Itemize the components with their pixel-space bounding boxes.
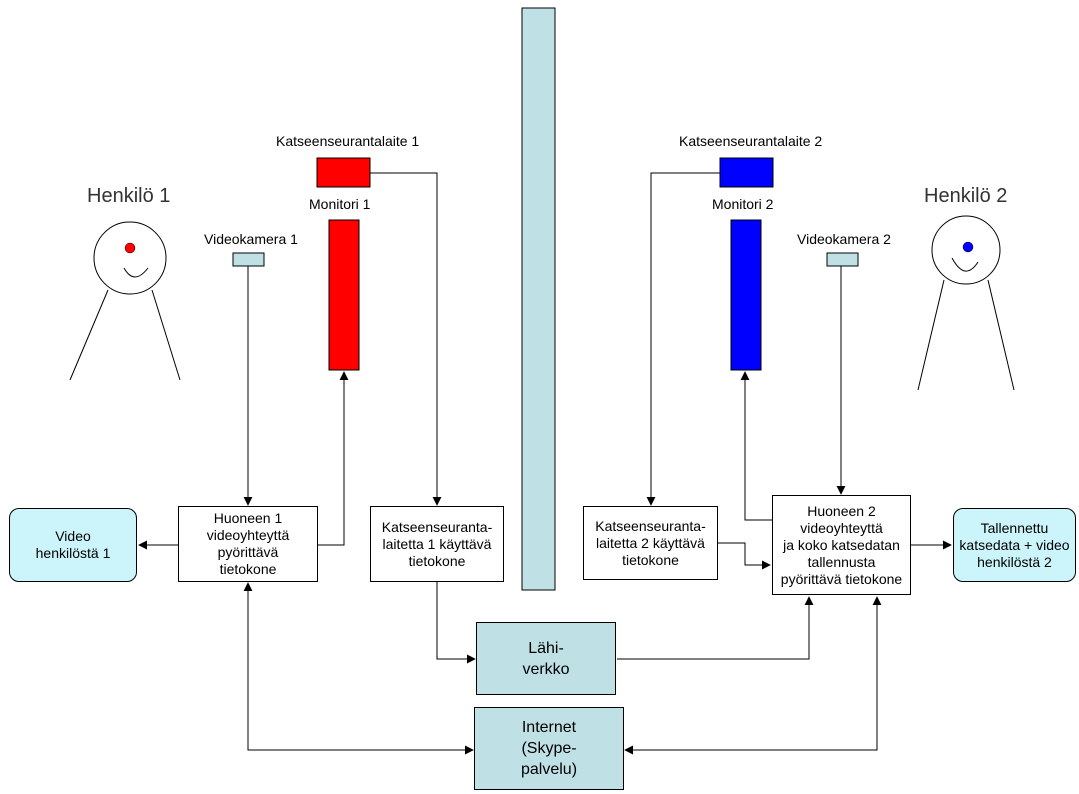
room1-computer-to-monitor1 bbox=[318, 371, 349, 546]
recorded-data-output: Tallennettu katsedata + video henkilöstä… bbox=[953, 508, 1076, 582]
tracker1-to-tracker1-computer bbox=[370, 172, 442, 506]
room2-computer-box: Huoneen 2 videoyhteyttä ja koko katsedat… bbox=[772, 495, 911, 595]
room2-computer-to-monitor2 bbox=[740, 371, 772, 521]
video-person1-output: Video henkilöstä 1 bbox=[9, 508, 137, 582]
lan-box: Lähi- verkko bbox=[476, 622, 616, 695]
tracker1-computer-to-lan bbox=[436, 582, 476, 664]
eye-tracker-2-label: Katseenseurantalaite 2 bbox=[679, 133, 823, 149]
monitor-2-label: Monitori 2 bbox=[712, 196, 774, 212]
monitor-1-label: Monitori 1 bbox=[309, 196, 371, 212]
eye-tracker-1 bbox=[316, 157, 371, 188]
room-divider-wall bbox=[521, 7, 556, 591]
video-camera-1-label: Videokamera 1 bbox=[204, 231, 298, 247]
tracker2-to-tracker2-computer bbox=[646, 172, 720, 506]
room1-computer-box: Huoneen 1 videoyhteyttä pyörittävä tieto… bbox=[178, 506, 318, 582]
tracker2-computer-to-room2-computer bbox=[718, 542, 771, 570]
eye-tracker-1-label: Katseenseurantalaite 1 bbox=[276, 133, 420, 149]
eye-tracker-2 bbox=[719, 157, 774, 188]
lan-to-room2-computer bbox=[617, 596, 814, 660]
video-camera-1 bbox=[232, 252, 265, 267]
person-2-eye bbox=[962, 241, 974, 253]
person-2-figure bbox=[917, 215, 1015, 391]
person-1-figure bbox=[69, 221, 181, 381]
internet-box: Internet (Skype- palvelu) bbox=[474, 707, 624, 790]
tracker1-computer-box: Katseenseuranta- laitetta 1 käyttävä tie… bbox=[370, 506, 504, 582]
room1-computer-internet-link bbox=[243, 582, 474, 755]
person-1-label: Henkilö 1 bbox=[87, 185, 171, 207]
connectors bbox=[138, 172, 952, 755]
video-camera-2 bbox=[826, 252, 859, 267]
person-1-eye bbox=[124, 242, 136, 254]
room2-computer-internet-link bbox=[624, 596, 882, 755]
video-camera-2-label: Videokamera 2 bbox=[797, 231, 891, 247]
tracker2-computer-box: Katseenseuranta- laitetta 2 käyttävä tie… bbox=[583, 506, 718, 580]
monitor-1 bbox=[328, 219, 360, 371]
monitor-2 bbox=[730, 219, 762, 371]
person-2-label: Henkilö 2 bbox=[924, 185, 1008, 207]
